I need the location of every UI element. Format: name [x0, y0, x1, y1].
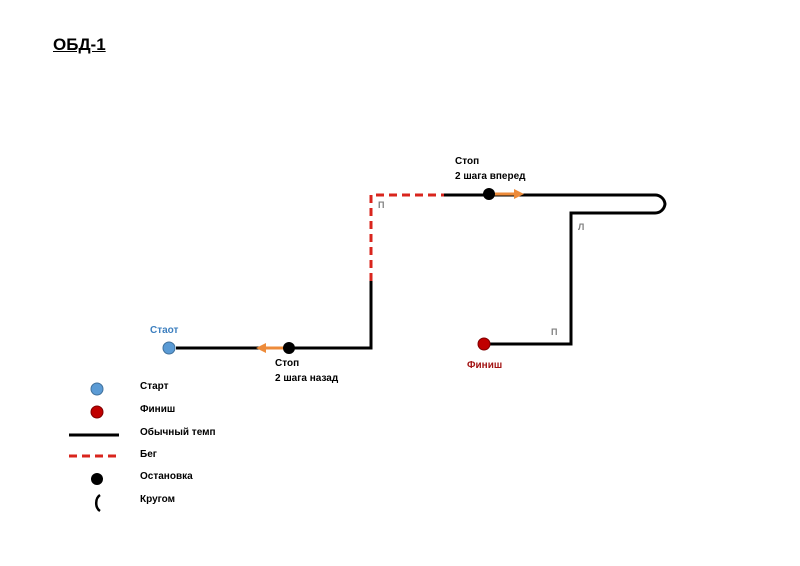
- finish-marker: [477, 337, 491, 351]
- stop-marker-2: [483, 188, 495, 200]
- route-normal-segment-1: [176, 281, 373, 350]
- stop1-line1: Стоп: [275, 358, 300, 369]
- legend-turn-icon: [94, 493, 101, 513]
- legend-finish-text: Финиш: [140, 404, 176, 415]
- arrow-forward: [494, 189, 524, 199]
- legend-stop-text: Остановка: [140, 471, 193, 482]
- legend-normal-text: Обычный темп: [140, 427, 216, 438]
- stop-marker-1: [283, 342, 295, 354]
- route-run-segment: [369, 193, 444, 281]
- legend-run-text: Бег: [140, 449, 157, 460]
- legend-turn-text: Кругом: [140, 494, 176, 505]
- page-title: ОБД-1: [53, 35, 106, 54]
- arrow-backward: [256, 343, 285, 353]
- stop2-line2: 2 шага вперед: [455, 171, 526, 182]
- route-normal-segment-2: [444, 193, 667, 346]
- finish-label: Финиш: [467, 360, 503, 371]
- legend-finish-icon: [90, 405, 104, 419]
- legend-start-icon: [90, 382, 104, 396]
- turn-right-label-1: П: [378, 200, 385, 210]
- stop2-line1: Стоп: [455, 156, 480, 167]
- start-marker: [162, 341, 176, 355]
- turn-right-label-2: П: [551, 327, 558, 337]
- start-label: Стаот: [150, 325, 179, 336]
- turn-left-label: Л: [578, 222, 585, 232]
- legend-start-text: Старт: [140, 381, 169, 392]
- legend-stop-icon: [91, 473, 103, 485]
- stop1-line2: 2 шага назад: [275, 373, 339, 384]
